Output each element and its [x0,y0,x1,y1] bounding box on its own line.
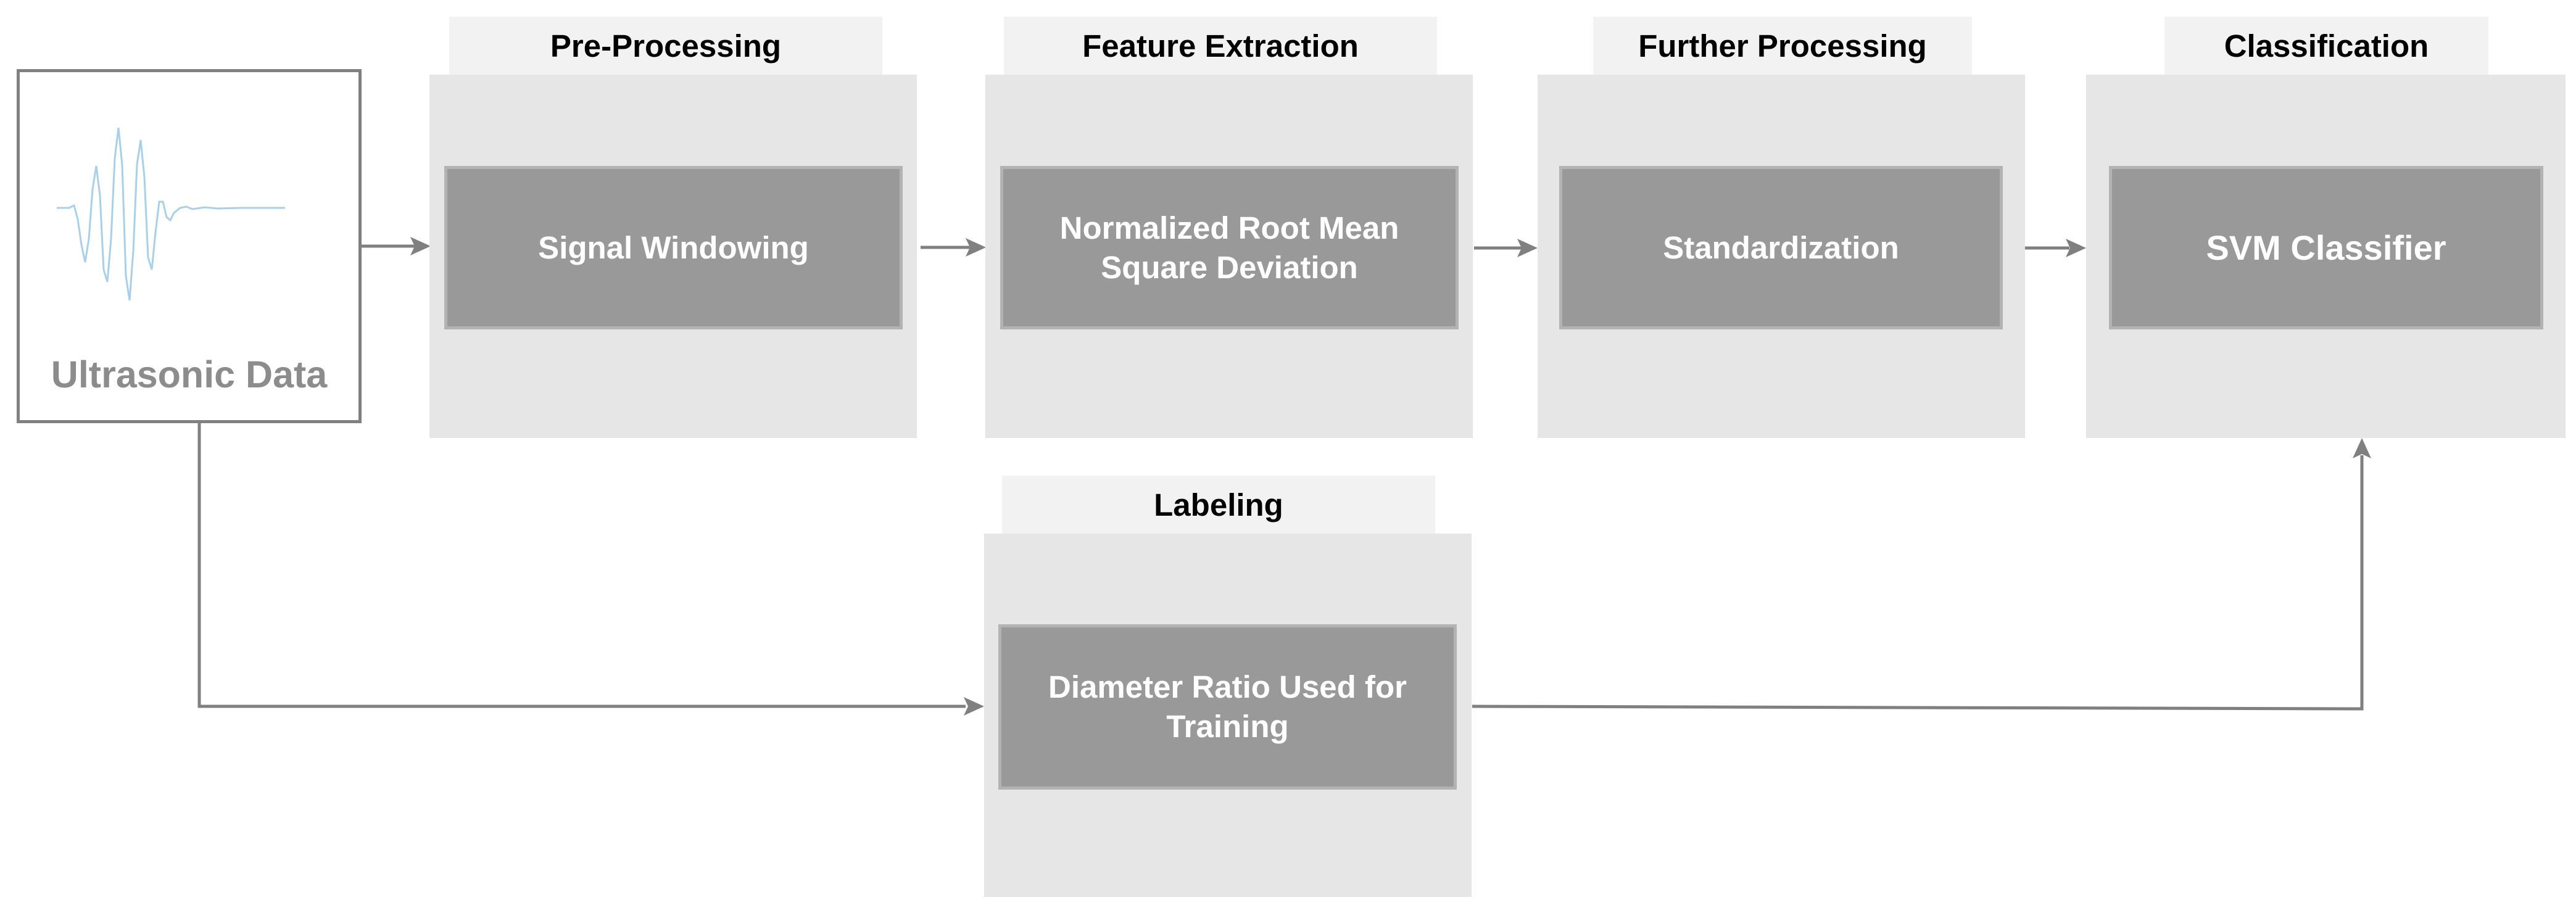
stage-title-further-processing: Further Processing [1593,17,1972,75]
svm-classifier-box: SVM Classifier [2109,166,2543,329]
ultrasonic-data-node: Ultrasonic Data [17,69,362,423]
ultrasonic-waveform-icon [57,127,285,301]
stage-title-labeling: Labeling [1002,476,1435,534]
arrow-source-to-labeling [197,423,966,708]
arrow-labeling-to-classification [1472,455,2364,711]
diameter-ratio-box: Diameter Ratio Used for Training [998,624,1457,790]
arrowhead-preprocessing [410,237,431,255]
stage-title-classification: Classification [2164,17,2488,75]
arrowhead-classification [2066,239,2086,257]
nrmsd-box: Normalized Root Mean Square Deviation [1000,166,1459,329]
ultrasonic-data-label: Ultrasonic Data [51,353,328,395]
arrowhead-further [1517,239,1538,257]
arrowhead-feature [966,238,986,257]
stage-title-feature-extraction: Feature Extraction [1004,17,1437,75]
signal-windowing-box: Signal Windowing [444,166,903,329]
standardization-box: Standardization [1559,166,2003,329]
arrowhead-classification-bottom [2353,438,2371,458]
arrowhead-labeling [964,697,984,716]
stage-title-pre-processing: Pre-Processing [449,17,882,75]
